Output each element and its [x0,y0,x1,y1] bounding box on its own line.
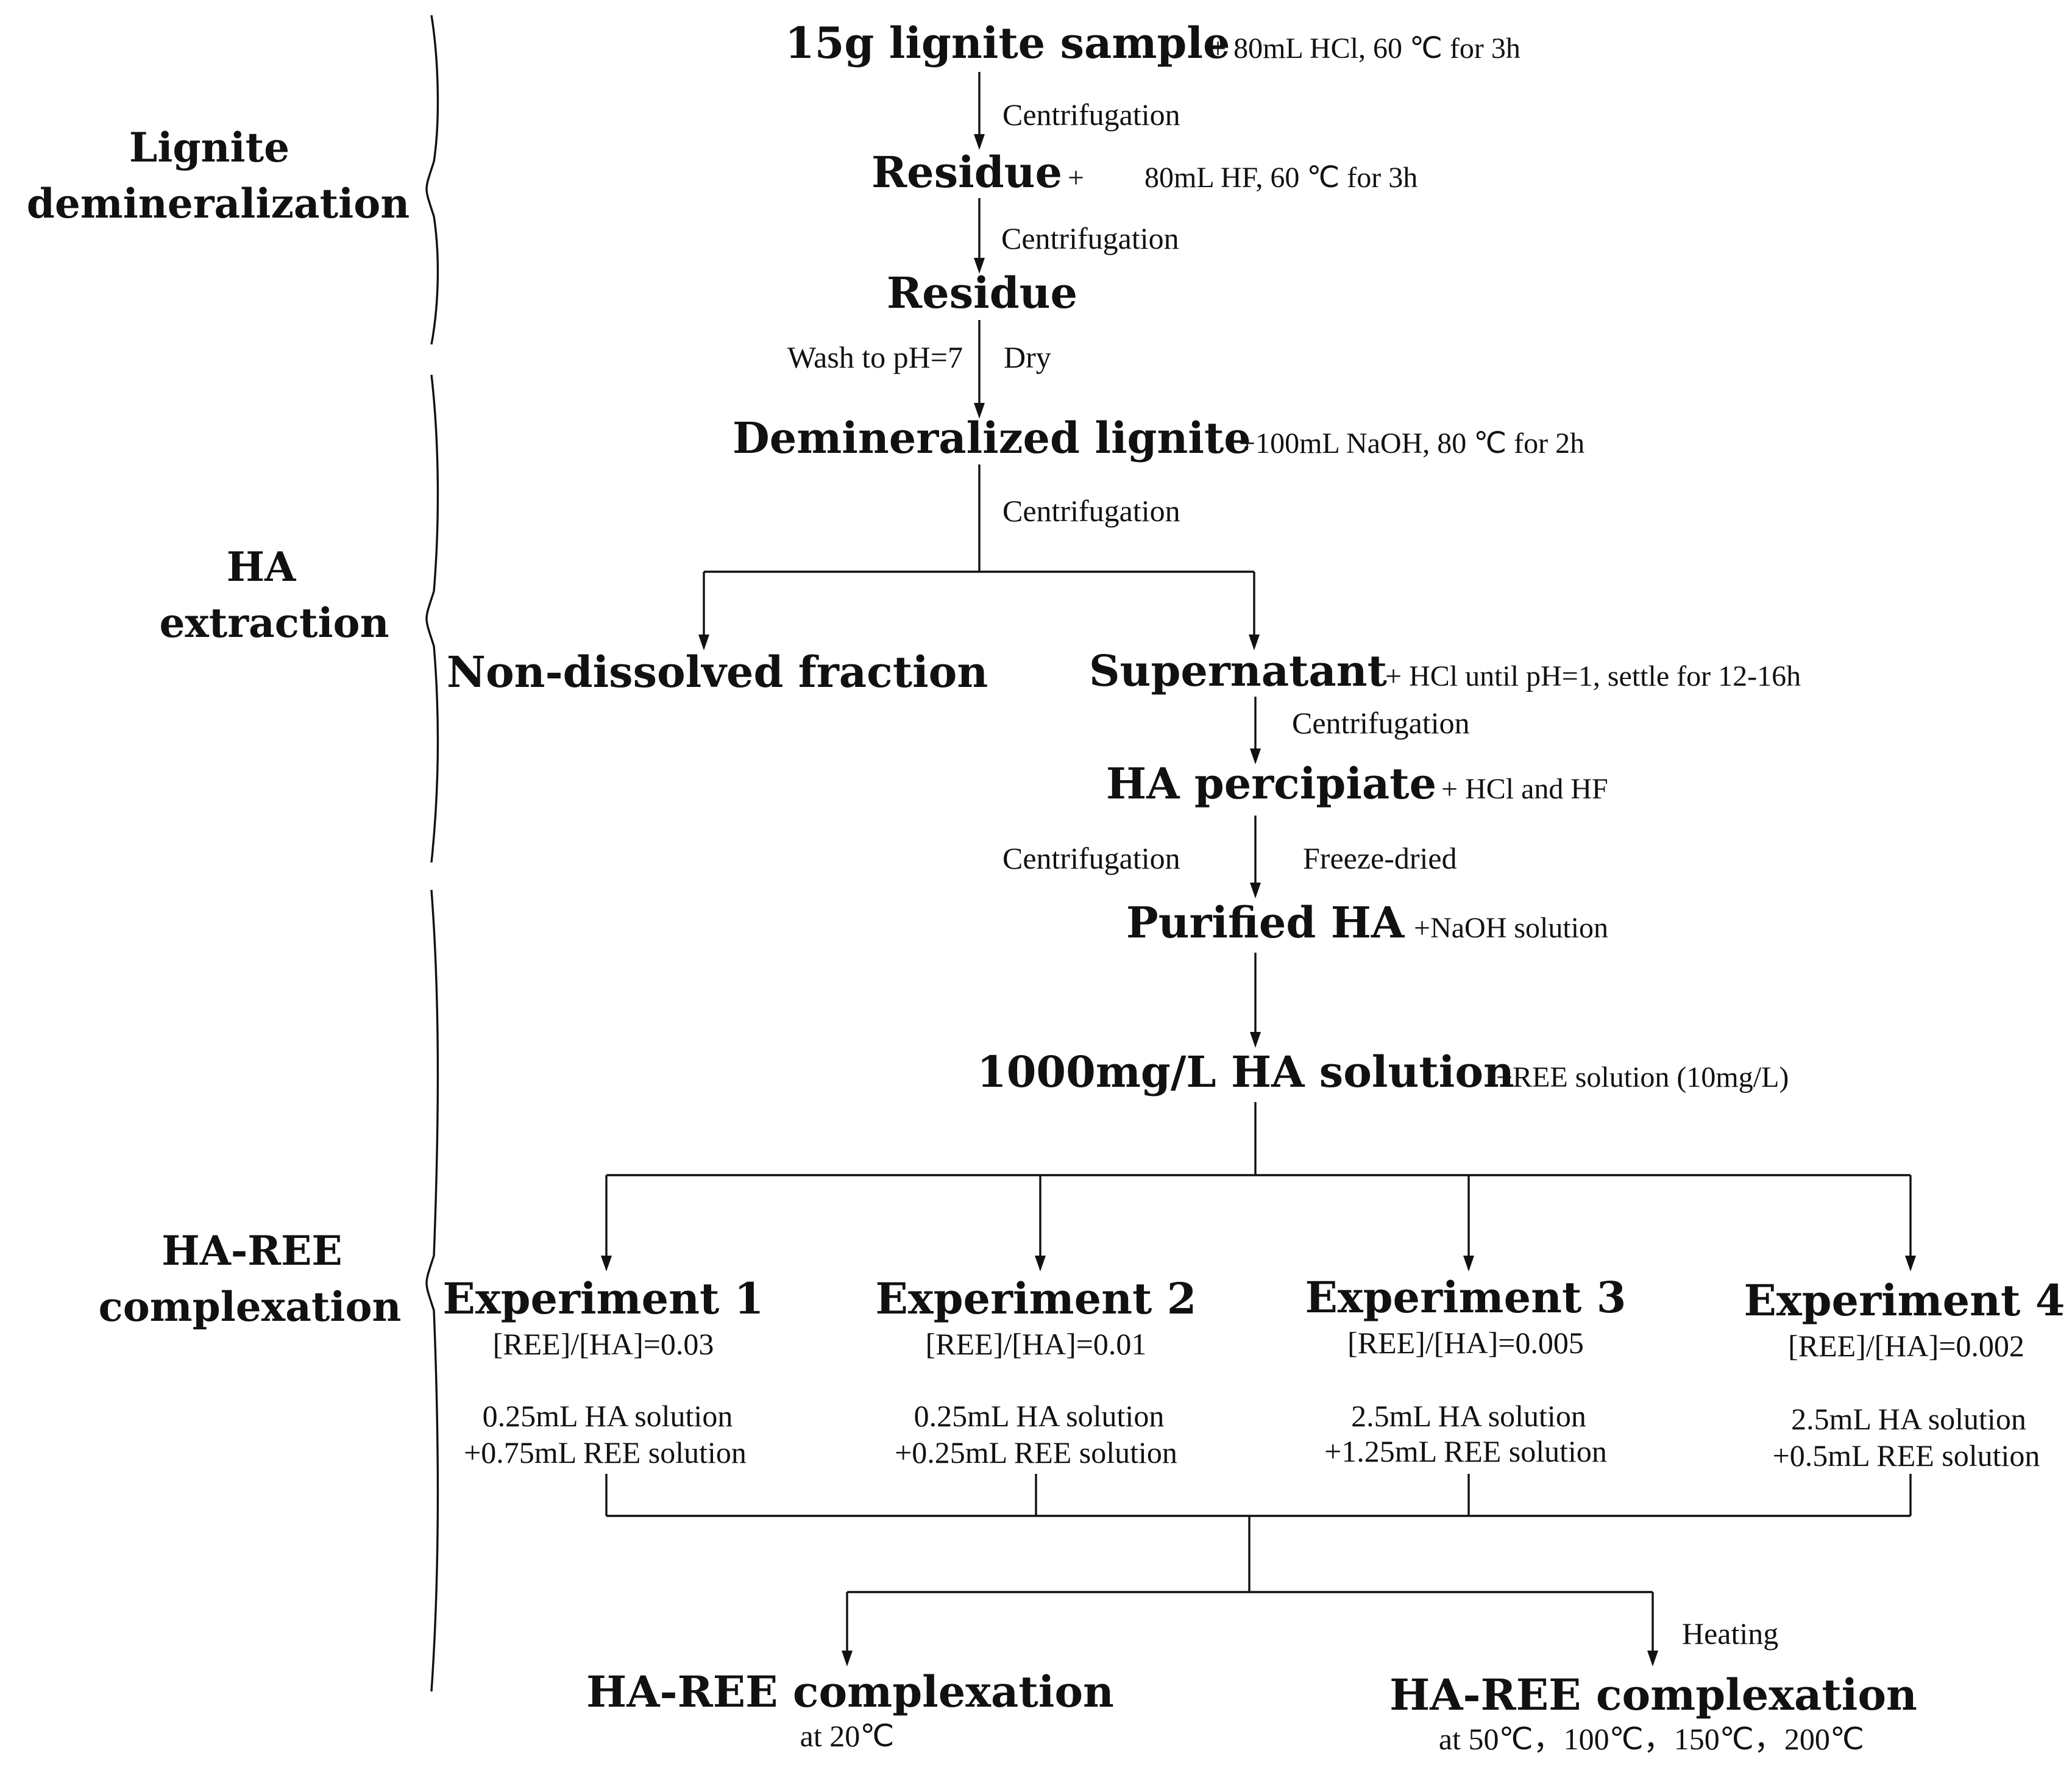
arrowhead-experiment-1 [601,1256,612,1271]
brace-demineralization [425,15,439,345]
lignite-sample-title: 15g lignite sample [785,18,1230,68]
arrowhead-experiment-2 [1035,1256,1046,1271]
experiment-3-line1: 2.5mL HA solution [1351,1399,1586,1433]
arrowhead-solution [1250,1032,1261,1048]
dry-label: Dry [1004,340,1051,374]
experiment-1: Experiment 1 [REE]/[HA]=0.03 0.25mL HA s… [443,1273,764,1470]
experiment-1-title: Experiment 1 [443,1273,764,1324]
brace-extraction [425,374,439,863]
experiment-2-line2: +0.25mL REE solution [895,1435,1177,1470]
arrowhead-precipitate [1250,748,1261,764]
arrowhead-purified [1250,883,1261,898]
experiment-2: Experiment 2 [REE]/[HA]=0.01 0.25mL HA s… [876,1273,1197,1470]
residue-2-title: Residue [887,268,1077,318]
experiment-3-ratio: [REE]/[HA]=0.005 [1347,1326,1584,1360]
centrifugation-label-3: Centrifugation [1002,494,1180,528]
residue-1-note: 80mL HF, 60 ℃ for 3h [1144,162,1417,194]
experiment-2-ratio: [REE]/[HA]=0.01 [926,1327,1147,1361]
centrifugation-label-1: Centrifugation [1002,98,1180,132]
lignite-sample-note: + 80mL HCl, 60 ℃ for 3h [1210,32,1520,65]
experiment-2-title: Experiment 2 [876,1273,1197,1324]
arrowhead-experiment-4 [1905,1256,1916,1271]
arrowhead-supernatant [1249,635,1260,650]
arrowhead-outcome-left [842,1651,853,1666]
experiment-3-title: Experiment 3 [1305,1272,1627,1323]
outcome-left-title: HA-REE complexation [586,1666,1114,1717]
residue-1-title: Residue [871,147,1062,197]
nondissolved-fraction-title: Non-dissolved fraction [447,647,988,697]
arrowhead-experiment-3 [1463,1256,1474,1271]
experiment-4-line2: +0.5mL REE solution [1773,1438,2040,1473]
arrowhead-nondissolved [698,635,709,650]
demineralized-lignite-title: Demineralized lignite [733,413,1251,463]
section-label-demineralization: Lignite demineralization [27,124,410,227]
outcome-right-title: HA-REE complexation [1389,1669,1917,1720]
residue-1-plus: + [1068,162,1084,194]
wash-label: Wash to pH=7 [787,340,963,374]
purified-ha-note: +NaOH solution [1414,912,1608,944]
supernatant-note: + HCl until pH=1, settle for 12-16h [1385,660,1801,692]
arrowhead-residue2 [974,258,985,274]
experiment-2-line1: 0.25mL HA solution [914,1399,1165,1433]
section-label-extraction: HA extraction [159,543,389,647]
freeze-dried-label: Freeze-dried [1303,841,1457,875]
ha-solution-title: 1000mg/L HA solution [977,1047,1514,1097]
outcome-right-temperatures: at 50℃，100℃，150℃，200℃ [1439,1722,1864,1756]
centrifugation-label-4: Centrifugation [1292,706,1470,740]
experiment-1-line1: 0.25mL HA solution [483,1399,733,1433]
centrifugation-label-2: Centrifugation [1001,221,1179,255]
ha-solution-note: +REE solution (10mg/L) [1496,1061,1789,1093]
demineralized-lignite-note: +100mL NaOH, 80 ℃ for 2h [1239,427,1584,460]
brace-complexation [425,889,439,1692]
ha-precipitate-note: + HCl and HF [1441,773,1608,805]
experiment-4-title: Experiment 4 [1744,1275,2065,1326]
heating-label: Heating [1682,1616,1778,1651]
experiment-4-ratio: [REE]/[HA]=0.002 [1788,1329,2024,1363]
ha-precipitate-title: HA percipiate [1106,758,1436,809]
supernatant-title: Supernatant [1089,645,1387,696]
experiment-4: Experiment 4 [REE]/[HA]=0.002 2.5mL HA s… [1744,1275,2065,1473]
experiment-3-line2: +1.25mL REE solution [1324,1434,1607,1468]
experiment-1-ratio: [REE]/[HA]=0.03 [493,1327,714,1361]
section-label-complexation: HA-REE complexation [99,1227,402,1331]
experiment-4-line1: 2.5mL HA solution [1791,1402,2026,1436]
experiment-3: Experiment 3 [REE]/[HA]=0.005 2.5mL HA s… [1305,1272,1627,1468]
experiment-1-line2: +0.75mL REE solution [464,1435,747,1470]
arrowhead-residue1 [974,134,985,150]
centrifugation-label-5: Centrifugation [1002,841,1180,875]
purified-ha-title: Purified HA [1126,897,1405,948]
arrowhead-outcome-right [1647,1651,1658,1666]
outcome-left-temperature: at 20℃ [800,1719,895,1753]
arrowhead-demineralized [974,403,985,419]
